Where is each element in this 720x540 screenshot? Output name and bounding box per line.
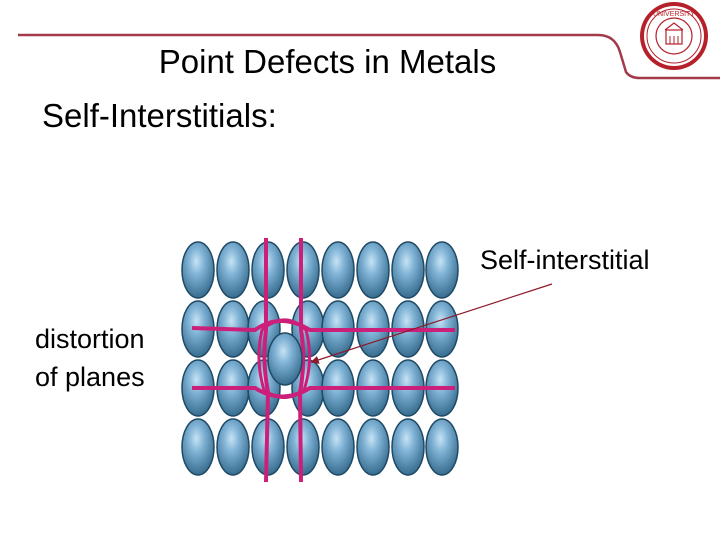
lattice-atom	[216, 241, 250, 299]
lattice-atom	[216, 418, 250, 476]
distorted-planes	[191, 238, 455, 483]
lattice-atom	[286, 418, 320, 476]
lattice-atom	[391, 418, 425, 476]
lattice-atom	[391, 241, 425, 299]
seal-text: UNIVERSITY	[653, 11, 695, 18]
distortion-label: distortion of planes	[35, 320, 145, 396]
lattice-atom	[356, 241, 390, 299]
lattice-atom	[425, 418, 459, 476]
distortion-loop	[257, 318, 311, 399]
atom-grid	[181, 241, 459, 476]
lattice-atom	[321, 241, 355, 299]
lattice-atom	[321, 418, 355, 476]
lattice-atom	[181, 418, 215, 476]
lattice-atom	[356, 418, 390, 476]
university-seal-icon: UNIVERSITY	[640, 2, 708, 70]
distortion-label-line2: of planes	[35, 362, 145, 392]
page-title: Point Defects in Metals	[158, 43, 497, 80]
interstitial-atom	[267, 332, 303, 386]
header-decoration: UNIVERSITY	[18, 2, 720, 80]
interstitial-pointer	[310, 283, 553, 364]
section-heading: Self-Interstitials:	[42, 97, 277, 134]
distortion-label-line1: distortion	[35, 324, 145, 354]
header-rule	[18, 33, 720, 80]
lattice-atom	[425, 241, 459, 299]
interstitial-label: Self-interstitial	[480, 245, 650, 275]
lattice-atom	[181, 241, 215, 299]
